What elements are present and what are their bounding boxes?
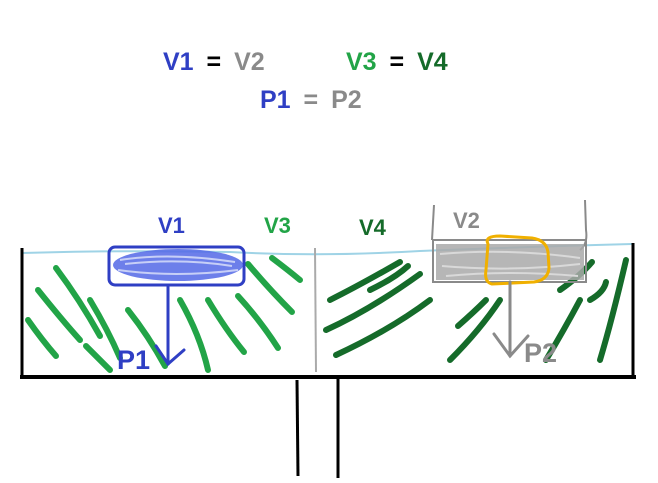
- green-fluid-hatching: [25, 255, 303, 373]
- yellow-highlight: [484, 234, 551, 286]
- block-v1-outline: [107, 245, 246, 287]
- eq-equals-2: =: [389, 48, 405, 76]
- eq-v3-text: V3: [346, 48, 377, 76]
- tank-divider: [314, 247, 317, 373]
- label-p2: P2: [524, 338, 558, 368]
- label-v2: V2: [453, 208, 480, 233]
- label-v4: V4: [359, 215, 386, 240]
- label-v3: V3: [264, 213, 291, 238]
- arrow-p1: [154, 284, 186, 367]
- eq-p2-text: P2: [331, 86, 362, 114]
- stand-leg-left: [295, 379, 300, 477]
- darkgreen-fluid-hatching: [323, 257, 629, 363]
- eq-p1-text: P1: [260, 86, 291, 114]
- block-v1: [107, 245, 246, 287]
- label-v1: V1: [158, 213, 185, 238]
- arrow-p2: [492, 280, 530, 359]
- eq-v2-text: V2: [234, 48, 265, 76]
- eq-equals-3: =: [303, 86, 319, 114]
- equation-p1-p2: P1 = P2: [260, 86, 362, 115]
- equation-v3-v4: V3 = V4: [346, 48, 448, 77]
- eq-equals-1: =: [206, 48, 222, 76]
- eq-v1-text: V1: [163, 48, 194, 76]
- label-p1: P1: [117, 345, 151, 375]
- eq-v4-text: V4: [417, 48, 448, 76]
- equation-v1-v2: V1 = V2: [163, 48, 265, 77]
